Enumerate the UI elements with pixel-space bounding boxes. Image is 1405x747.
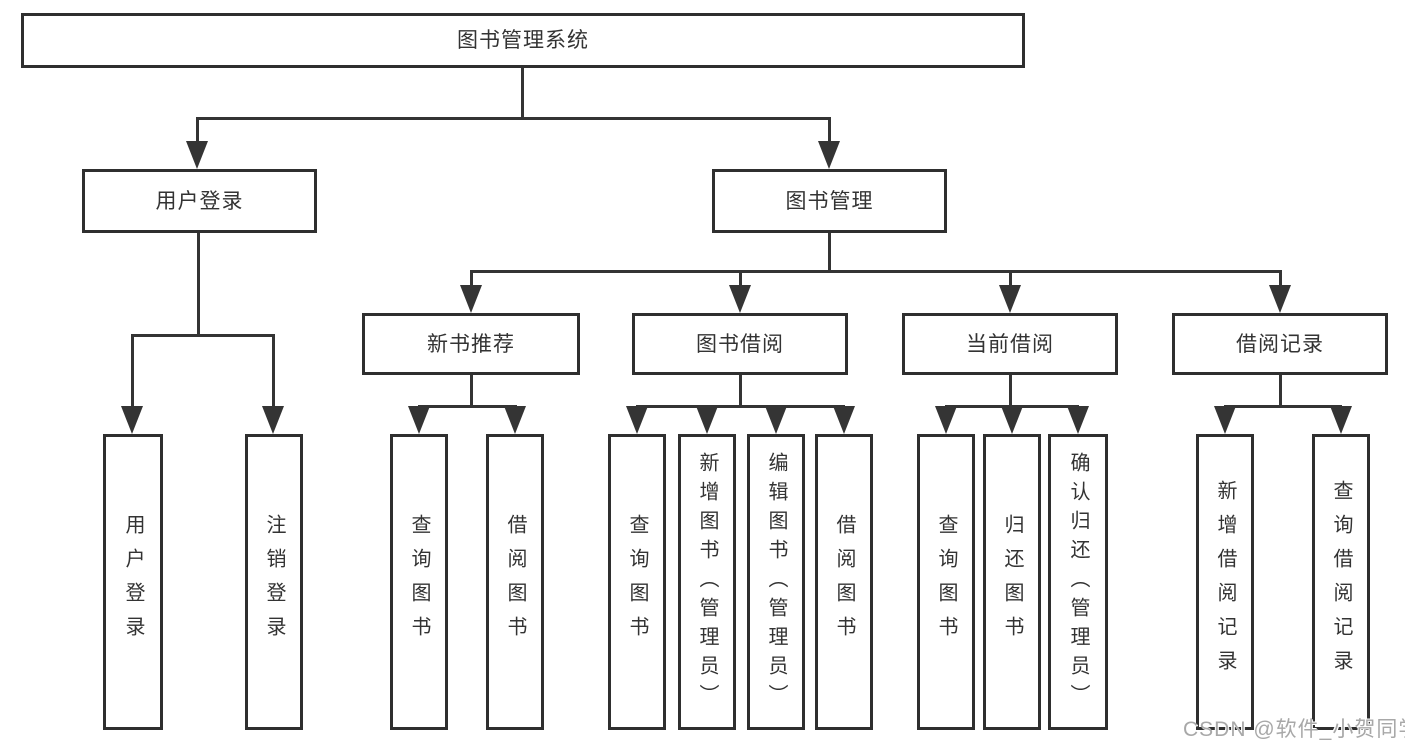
connector-line xyxy=(470,270,473,288)
leaf-label: 新增借阅记录 xyxy=(1214,480,1236,684)
connector-line xyxy=(739,270,742,288)
connector-line xyxy=(1279,270,1282,288)
arrowhead-icon xyxy=(1067,406,1089,434)
leaf-edit-book-admin: 编辑图书（管理员） xyxy=(747,434,805,730)
connector-line xyxy=(828,117,831,144)
leaf-label: 用户登录 xyxy=(122,514,144,650)
arrowhead-icon xyxy=(121,406,143,434)
node-root-label: 图书管理系统 xyxy=(457,29,589,52)
connector-line xyxy=(1009,375,1012,407)
arrowhead-icon xyxy=(1330,406,1352,434)
leaf-logout: 注销登录 xyxy=(245,434,303,730)
csdn-watermark: CSDN @软件_小贺同学 xyxy=(1183,718,1405,741)
connector-line xyxy=(131,334,274,337)
node-current-borrow: 当前借阅 xyxy=(902,313,1118,375)
leaf-label: 借阅图书 xyxy=(504,514,526,650)
connector-line xyxy=(1224,405,1342,408)
leaf-label: 查询借阅记录 xyxy=(1330,480,1352,684)
connector-line xyxy=(272,334,275,409)
connector-line xyxy=(739,375,742,407)
leaf-label: 查询图书 xyxy=(626,514,648,650)
connector-line xyxy=(196,117,199,144)
arrowhead-icon xyxy=(765,406,787,434)
node-user-login-label: 用户登录 xyxy=(155,189,244,213)
node-borrow-record: 借阅记录 xyxy=(1172,313,1388,375)
leaf-query-book-1: 查询图书 xyxy=(390,434,448,730)
node-root: 图书管理系统 xyxy=(21,13,1025,68)
connector-line xyxy=(196,117,831,120)
leaf-label: 查询图书 xyxy=(935,514,957,650)
node-book-mgmt: 图书管理 xyxy=(712,169,947,233)
node-borrow-record-label: 借阅记录 xyxy=(1236,332,1324,356)
arrowhead-icon xyxy=(1001,406,1023,434)
connector-line xyxy=(828,233,831,272)
connector-line xyxy=(521,68,524,120)
arrowhead-icon xyxy=(999,285,1021,313)
connector-line xyxy=(636,405,845,408)
arrowhead-icon xyxy=(504,406,526,434)
leaf-label: 注销登录 xyxy=(263,514,285,650)
connector-line xyxy=(470,375,473,407)
leaf-return-book: 归还图书 xyxy=(983,434,1041,730)
node-book-borrow-label: 图书借阅 xyxy=(696,332,784,356)
node-book-borrow: 图书借阅 xyxy=(632,313,848,375)
connector-line xyxy=(418,405,517,408)
node-new-book-label: 新书推荐 xyxy=(427,332,515,356)
leaf-label: 借阅图书 xyxy=(833,514,855,650)
arrowhead-icon xyxy=(729,285,751,313)
arrowhead-icon xyxy=(186,141,208,169)
leaf-label: 查询图书 xyxy=(408,514,430,650)
leaf-borrow-book-2: 借阅图书 xyxy=(815,434,873,730)
leaf-label: 编辑图书（管理员） xyxy=(765,451,787,713)
node-current-borrow-label: 当前借阅 xyxy=(966,332,1054,356)
connector-line xyxy=(197,233,200,337)
arrowhead-icon xyxy=(1269,285,1291,313)
leaf-label: 新增图书（管理员） xyxy=(696,451,718,713)
leaf-borrow-book-1: 借阅图书 xyxy=(486,434,544,730)
arrowhead-icon xyxy=(262,406,284,434)
arrowhead-icon xyxy=(1214,406,1236,434)
node-book-mgmt-label: 图书管理 xyxy=(785,189,874,213)
arrowhead-icon xyxy=(408,406,430,434)
leaf-add-book-admin: 新增图书（管理员） xyxy=(678,434,736,730)
leaf-query-book-3: 查询图书 xyxy=(917,434,975,730)
leaf-confirm-return-admin: 确认归还（管理员） xyxy=(1048,434,1108,730)
connector-line xyxy=(1279,375,1282,407)
leaf-label: 确认归还（管理员） xyxy=(1067,451,1089,713)
arrowhead-icon xyxy=(818,141,840,169)
connector-line xyxy=(470,270,1281,273)
node-new-book: 新书推荐 xyxy=(362,313,580,375)
leaf-query-book-2: 查询图书 xyxy=(608,434,666,730)
arrowhead-icon xyxy=(833,406,855,434)
arrowhead-icon xyxy=(696,406,718,434)
leaf-user-login: 用户登录 xyxy=(103,434,163,730)
connector-line xyxy=(131,334,134,409)
leaf-add-borrow-record: 新增借阅记录 xyxy=(1196,434,1254,730)
node-user-login: 用户登录 xyxy=(82,169,317,233)
arrowhead-icon xyxy=(935,406,957,434)
arrowhead-icon xyxy=(460,285,482,313)
arrowhead-icon xyxy=(626,406,648,434)
connector-line xyxy=(1009,270,1012,288)
leaf-label: 归还图书 xyxy=(1001,514,1023,650)
leaf-query-borrow-record: 查询借阅记录 xyxy=(1312,434,1370,730)
